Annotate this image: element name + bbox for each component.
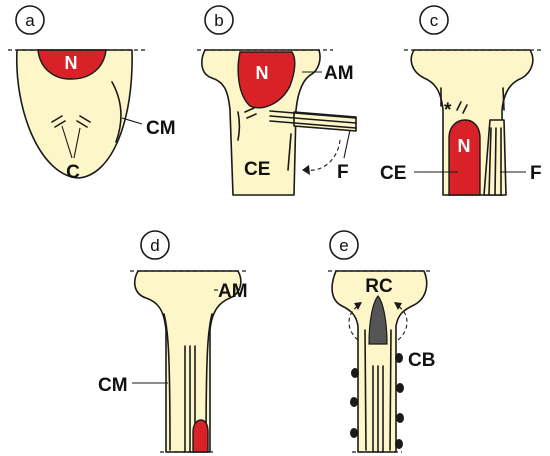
panel-c-star-label: * <box>444 100 452 121</box>
panel-c: c N * CE F <box>380 5 544 196</box>
panel-e-bead <box>351 368 359 378</box>
panel-c-axoneme <box>488 127 492 196</box>
panel-a-nucleus-label: N <box>65 53 78 73</box>
panel-b-nucleus-label: N <box>256 63 269 83</box>
panel-c-flagellum-label: F <box>530 163 542 184</box>
panel-b-nucleus <box>237 51 296 109</box>
panel-b-flagellum-label: F <box>337 162 349 183</box>
panel-a-nucleus <box>37 49 107 80</box>
panel-b-marker <box>204 5 234 35</box>
panel-a-centriole <box>54 120 66 128</box>
panel-d-marker <box>140 230 170 260</box>
panel-c-ce-label: CE <box>380 163 406 184</box>
panel-b-axoneme <box>269 115 357 124</box>
panel-e-bead <box>395 439 403 449</box>
panel-d-cm-label: CM <box>98 375 128 396</box>
panel-c-letter: c <box>430 11 439 30</box>
panel-a-cell <box>16 49 133 179</box>
panel-a-marker <box>15 5 45 35</box>
panel-c-centriole <box>456 101 462 111</box>
panel-c-nucleus-label: N <box>458 136 471 156</box>
panel-e-left-arrow <box>348 305 359 341</box>
panel-d: d AM CM <box>98 230 248 453</box>
panel-e-arrowhead <box>394 302 402 310</box>
panel-e-bead <box>350 397 358 407</box>
panel-c-centriole <box>462 104 468 114</box>
panel-b-rotation-arrow <box>307 139 341 171</box>
panel-b-centriole <box>244 107 255 113</box>
panel-a-centriole-label: C <box>66 162 80 183</box>
panel-b: b N F AM CE <box>197 5 357 196</box>
panel-e-bead <box>396 413 404 423</box>
panel-e-arrowhead <box>354 302 362 310</box>
panel-c-marker <box>419 5 449 35</box>
panel-a-pointer <box>61 125 73 159</box>
panel-b-pointer <box>343 129 351 159</box>
panel-a-cm-label: CM <box>146 118 176 139</box>
panel-e-bead <box>350 428 358 438</box>
panel-a-centriole <box>51 115 63 123</box>
panel-b-ce-label: CE <box>244 159 270 180</box>
panel-e-bead <box>396 383 404 393</box>
panel-b-arrowhead <box>302 165 310 175</box>
panel-b-letter: b <box>214 11 223 30</box>
panel-b-membrane-line <box>237 111 241 141</box>
panel-e-membrane-line <box>364 329 367 451</box>
panel-c-membrane-line <box>502 87 505 111</box>
panel-d-am-label: AM <box>218 281 248 302</box>
panel-e-cb-label: CB <box>408 350 435 371</box>
panel-c-axoneme <box>494 127 497 196</box>
panel-d-letter: d <box>150 236 159 255</box>
panel-e-letter: e <box>339 236 348 255</box>
panel-e-membrane-line <box>389 329 392 451</box>
panel-e-marker <box>329 230 359 260</box>
panel-e-residual-body <box>368 295 388 345</box>
panel-a: a N C CM <box>8 5 176 183</box>
panel-a-pointer <box>121 117 143 125</box>
panel-e-right-arrow <box>397 305 408 341</box>
panel-a-membrane-line <box>111 81 122 143</box>
panel-a-centriole <box>76 120 88 128</box>
panel-b-axoneme <box>269 120 357 129</box>
panel-a-letter: a <box>25 11 35 30</box>
panel-b-axoneme <box>269 110 357 119</box>
panel-a-centriole <box>79 115 91 123</box>
panel-e-rc-label: RC <box>365 276 393 297</box>
panel-c-nucleus <box>448 119 481 196</box>
panel-a-pointer <box>73 127 81 159</box>
panel-d-membrane-line <box>205 313 213 451</box>
panel-b-centriole <box>246 113 257 119</box>
panel-d-nucleus <box>192 419 209 453</box>
panel-e: e RC CB <box>328 230 435 453</box>
panel-b-membrane-line <box>287 133 292 171</box>
panel-d-membrane-line <box>163 313 171 451</box>
panel-e-bead <box>395 353 403 363</box>
panel-b-am-label: AM <box>324 63 354 84</box>
